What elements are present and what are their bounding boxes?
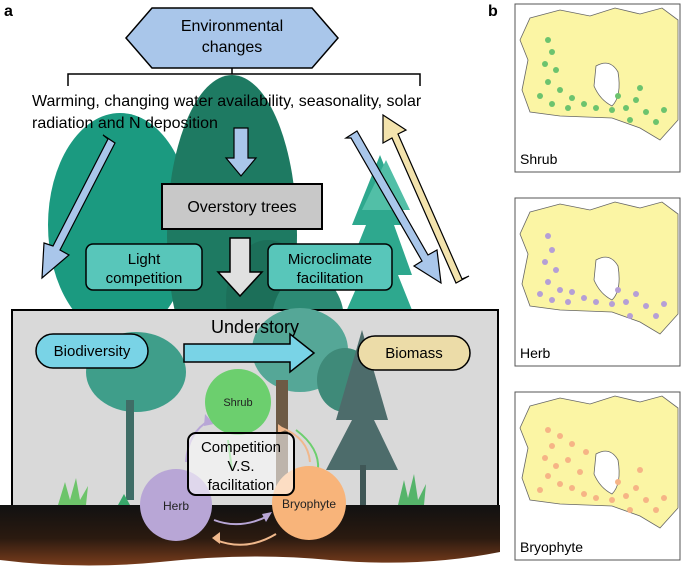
overstory-trees-label: Overstory trees [187,199,296,216]
shrub-label: Shrub [223,397,252,409]
arrow-biodiversity-to-biomass [183,332,316,374]
vs-label: V.S. [228,458,255,475]
herb-label: Herb [163,499,189,513]
map-herb: Herb [514,197,681,367]
drivers-text-1: Warming, changing water availability, se… [32,93,422,110]
light-competition-label-2: competition [106,270,183,287]
map-herb-land [519,201,679,335]
map-shrub-dots [537,37,667,125]
biodiversity-label: Biodiversity [54,343,131,360]
map-bryophyte-dots [537,427,667,513]
competition-label: Competition [201,439,281,456]
map-herb-dots [537,233,667,319]
arrow-feedback-up [382,113,470,284]
arrow-drivers-to-understory-right [343,130,442,285]
panel-b: b Shrub [488,3,681,561]
map-herb-label: Herb [520,345,551,361]
microclimate-facilitation-label-2: facilitation [297,270,364,287]
map-bryophyte-land [519,395,679,529]
biomass-label: Biomass [385,345,443,362]
arrow-drivers-to-understory-left [41,134,116,280]
arrow-to-overstory [224,127,258,177]
biodiversity-pill [35,333,149,369]
shrub-node: Shrub [205,369,271,435]
arrow-overstory-to-understory [216,237,264,298]
environmental-changes-node: Environmental changes [125,7,339,69]
biomass-pill [357,335,471,371]
soil-band [0,505,500,566]
microclimate-facilitation-label-1: Microclimate [288,251,372,268]
understory-label: Understory [211,317,299,337]
drivers-bracket [67,68,421,86]
light-competition-node: Light competition [85,243,203,291]
overstory-trees-node: Overstory trees [161,183,323,230]
map-bryophyte: Bryophyte [514,391,681,561]
panel-b-label: b [488,3,498,20]
panel-a: a Environmental changes Warming, changin… [0,3,500,566]
bryophyte-label: Bryophyte [282,497,336,511]
map-shrub: Shrub [514,3,681,173]
microclimate-facilitation-node: Microclimate facilitation [267,243,393,291]
environmental-changes-label-2: changes [202,39,263,56]
light-competition-label-1: Light [128,251,161,268]
map-shrub-land [519,7,679,141]
panel-a-label: a [4,3,13,20]
environmental-changes-label-1: Environmental [181,18,283,35]
competition-vs-facilitation-node: Competition V.S. facilitation [187,432,295,496]
facilitation-label: facilitation [208,477,275,494]
interaction-arrows [185,414,320,546]
map-bryophyte-label: Bryophyte [520,539,583,555]
drivers-text-2: radiation and N deposition [32,115,218,132]
map-shrub-label: Shrub [520,151,558,167]
